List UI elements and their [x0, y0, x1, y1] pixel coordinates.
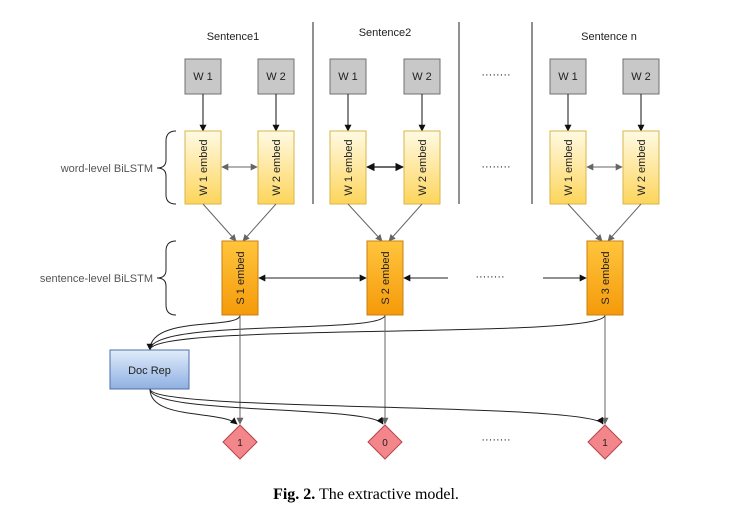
arrow [202, 203, 237, 242]
level-labels: word-level BiLSTM sentence-level BiLSTM [40, 130, 177, 316]
word-label: W 1 [193, 71, 213, 83]
word-embed-label: W 1 embed [563, 139, 575, 195]
figure-caption: Fig. 2. The extractive model. [0, 486, 732, 504]
figure-label: Fig. 2. [273, 486, 316, 503]
word-embed-box [622, 130, 660, 205]
doc-rep-label: Doc Rep [128, 365, 171, 377]
ellipsis: ········ [481, 434, 510, 446]
arrow [347, 203, 383, 242]
ellipsis: ········ [481, 69, 510, 81]
word-embed-label: W 2 embed [417, 139, 429, 195]
word-embed-box [184, 130, 222, 205]
word-embed-box [257, 130, 295, 205]
sentence-titles: Sentence1 Sentence2 Sentence n [207, 27, 637, 43]
arrow [242, 203, 277, 242]
word-embed-label: W 2 embed [271, 139, 283, 195]
sentence-embed-boxes: S 1 embed S 2 embed S 3 embed [221, 240, 624, 316]
output-diamond [367, 424, 403, 460]
word-box [329, 58, 367, 95]
word-box [184, 58, 222, 95]
output-label: 0 [382, 438, 388, 449]
sentence-to-doc-curves [146, 314, 606, 351]
sentence-embed-box [586, 240, 624, 316]
curve [149, 388, 604, 425]
word-box [257, 58, 295, 95]
figure-caption-text: The extractive model. [315, 486, 459, 503]
word-level-label: word-level BiLSTM [60, 163, 153, 175]
arrow [607, 203, 642, 242]
sentence-title: Sentence2 [359, 27, 412, 39]
outputs: 1 0 1 [222, 424, 623, 460]
word-embed-boxes: W 1 embed W 2 embed W 1 embed W 2 embed … [184, 130, 660, 205]
word-label: W 1 [558, 71, 578, 83]
word-level-brace [156, 130, 177, 205]
curve [149, 388, 238, 425]
sentence-to-output-lines [236, 315, 609, 425]
curve [149, 314, 606, 351]
word-embed-label: W 1 embed [198, 139, 210, 195]
arrow [388, 203, 423, 242]
word-input-arrows [199, 94, 645, 132]
curve [146, 314, 241, 351]
ellipsis: ········ [481, 161, 510, 173]
output-label: 1 [602, 438, 608, 449]
output-diamond [222, 424, 258, 460]
output-diamond [587, 424, 623, 460]
word-boxes: W 1 W 2 W 1 W 2 W 1 W 2 [184, 58, 660, 95]
word-label: W 2 [412, 71, 432, 83]
word-embed-box [329, 130, 367, 205]
ellipsis: ········ [475, 271, 504, 283]
sentence-embed-box [366, 240, 404, 316]
doc-to-output-curves [149, 388, 604, 425]
word-embed-box [549, 130, 587, 205]
sentence-level-label: sentence-level BiLSTM [40, 273, 153, 285]
sentence-embed-box [221, 240, 259, 316]
doc-rep-box [109, 349, 190, 390]
sentence-level-brace [156, 240, 177, 316]
word-label: W 1 [338, 71, 358, 83]
word-label: W 2 [631, 71, 651, 83]
sentence-embed-label: S 2 embed [380, 251, 392, 304]
sentence-title: Sentence1 [207, 31, 260, 43]
arrow [567, 203, 603, 242]
ellipses: ········ ········ ········ ········ [475, 69, 510, 446]
word-embed-label: W 2 embed [636, 139, 648, 195]
sentence-title: Sentence n [581, 31, 637, 43]
curve [149, 388, 384, 425]
curve [149, 314, 386, 351]
sentence-embed-label: S 3 embed [600, 251, 612, 304]
word-label: W 2 [266, 71, 286, 83]
doc-rep: Doc Rep [109, 349, 190, 390]
sentence-embed-label: S 1 embed [235, 251, 247, 304]
separators [312, 22, 533, 204]
output-label: 1 [237, 438, 243, 449]
word-to-sentence-arrows [202, 203, 642, 242]
word-embed-label: W 1 embed [343, 139, 355, 195]
